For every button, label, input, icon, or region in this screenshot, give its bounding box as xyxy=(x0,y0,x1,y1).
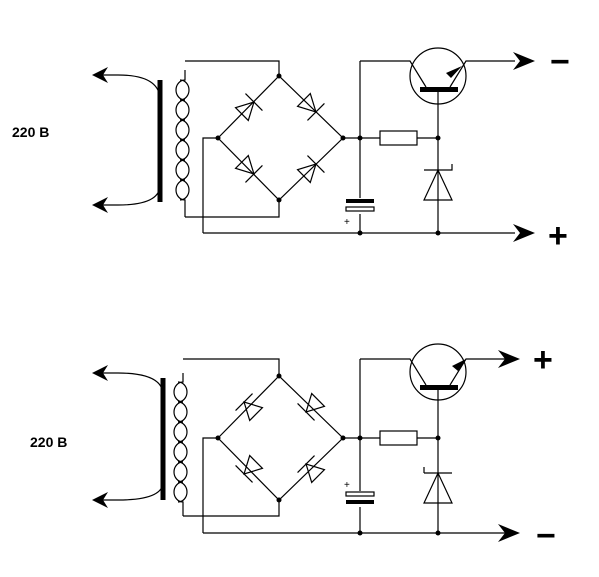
output-polarity-bottom: − xyxy=(536,517,556,555)
input-voltage-label: 220 В xyxy=(12,124,49,140)
capacitor-polarity: + xyxy=(344,480,350,491)
primary-winding-leads xyxy=(92,365,164,508)
primary-winding-leads xyxy=(92,67,161,213)
output-polarity-top: − xyxy=(550,43,570,81)
capacitor-icon: + xyxy=(344,199,375,228)
circuit-1: 220 В xyxy=(12,43,570,255)
output-polarity-bottom: + xyxy=(548,217,568,255)
output-polarity-top: + xyxy=(533,341,553,379)
resistor-icon xyxy=(360,130,441,146)
output-arrow-bottom xyxy=(513,224,535,242)
transformer-icon xyxy=(157,70,190,217)
capacitor-icon: + xyxy=(344,480,375,504)
resistor-icon xyxy=(360,430,441,446)
output-arrow-top xyxy=(513,52,535,70)
circuit-2: 220 В xyxy=(30,341,556,555)
diode-bridge-icon xyxy=(215,373,346,503)
diode-bridge-icon xyxy=(215,73,346,203)
input-voltage-label: 220 В xyxy=(30,434,67,450)
zener-diode-icon xyxy=(423,90,453,233)
capacitor-polarity: + xyxy=(344,217,350,228)
zener-diode-icon xyxy=(423,390,453,533)
transformer-icon xyxy=(160,373,188,516)
transistor-icon xyxy=(360,47,515,105)
transistor-icon xyxy=(360,343,515,401)
